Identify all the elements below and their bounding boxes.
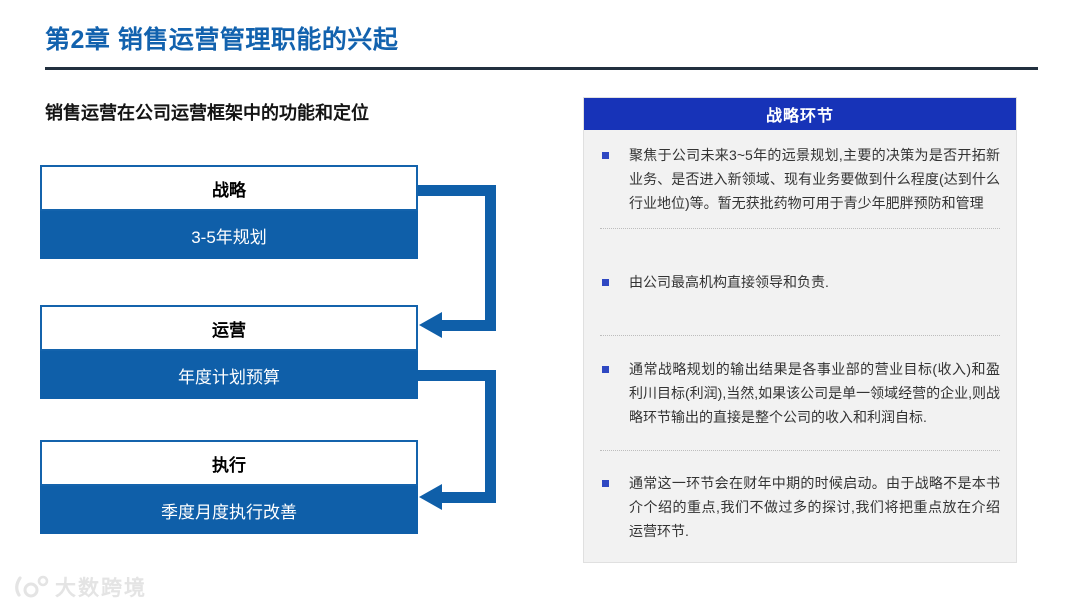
connector-strategy-to-operation-arm	[441, 320, 496, 331]
bullet-square-icon	[602, 279, 609, 286]
bullet-square-icon	[602, 366, 609, 373]
bullet-text: 由公司最高机构直接领导和负责.	[629, 274, 829, 290]
flow-box-label: 运营	[40, 305, 418, 351]
flow-box-label: 执行	[40, 440, 418, 486]
flow-box-sublabel: 季度月度执行改善	[40, 486, 418, 534]
bullet-item: 通常这一环节会在财年中期的时候启动。由于战略不是本书介个绍的重点,我们不做过多的…	[600, 471, 1000, 543]
connector-strategy-to-operation-arm	[485, 185, 496, 331]
bullet-square-icon	[602, 152, 609, 159]
panel-section: 聚焦于公司未来3~5年的远景规划,主要的决策为是否开拓新业务、是否进入新领域、现…	[600, 130, 1000, 229]
panel-section: 通常这一环节会在财年中期的时候启动。由于战略不是本书介个绍的重点,我们不做过多的…	[600, 451, 1000, 562]
panel-section: 由公司最高机构直接领导和负责.	[600, 229, 1000, 336]
connector-operation-to-execution-arm	[441, 492, 496, 503]
watermark: 大数跨境	[10, 572, 147, 602]
arrow-left-icon	[419, 484, 442, 510]
flow-box-label: 战略	[40, 165, 418, 211]
panel-body: 聚焦于公司未来3~5年的远景规划,主要的决策为是否开拓新业务、是否进入新领域、现…	[584, 130, 1016, 562]
bullet-item: 聚焦于公司未来3~5年的远景规划,主要的决策为是否开拓新业务、是否进入新领域、现…	[600, 143, 1000, 215]
connector-operation-to-execution-arm	[485, 370, 496, 503]
section-subtitle: 销售运营在公司运营框架中的功能和定位	[45, 103, 369, 123]
bullet-square-icon	[602, 479, 609, 487]
strategy-panel: 战略环节 聚焦于公司未来3~5年的远景规划,主要的决策为是否开拓新业务、是否进入…	[583, 97, 1017, 563]
flow-box-sublabel: 年度计划预算	[40, 351, 418, 399]
panel-header: 战略环节	[584, 98, 1016, 130]
panel-section: 通常战略规划的输出结果是各事业部的营业目标(收入)和盈利川目标(利润),当然,如…	[600, 336, 1000, 451]
arrow-left-icon	[419, 312, 442, 338]
bullet-text: 通常这一环节会在财年中期的时候启动。由于战略不是本书介个绍的重点,我们不做过多的…	[629, 474, 1000, 539]
flow-box-execution: 执行 季度月度执行改善	[40, 440, 418, 534]
watermark-text: 大数跨境	[55, 577, 147, 600]
flow-box-operation: 运营 年度计划预算	[40, 305, 418, 399]
flow-box-sublabel: 3-5年规划	[40, 211, 418, 259]
page-title: 第2章 销售运营管理职能的兴起	[45, 26, 399, 54]
connector-operation-to-execution-arm	[418, 370, 496, 381]
bullet-text: 通常战略规划的输出结果是各事业部的营业目标(收入)和盈利川目标(利润),当然,如…	[629, 361, 1000, 425]
bullet-text: 聚焦于公司未来3~5年的远景规划,主要的决策为是否开拓新业务、是否进入新领域、现…	[629, 147, 1000, 211]
flow-box-strategy: 战略 3-5年规划	[40, 165, 418, 259]
bullet-item: 由公司最高机构直接领导和负责.	[600, 270, 1000, 294]
watermark-100-logo-icon	[15, 575, 49, 598]
bullet-item: 通常战略规划的输出结果是各事业部的营业目标(收入)和盈利川目标(利润),当然,如…	[600, 357, 1000, 429]
title-divider	[45, 67, 1038, 70]
connector-strategy-to-operation-arm	[418, 185, 496, 196]
